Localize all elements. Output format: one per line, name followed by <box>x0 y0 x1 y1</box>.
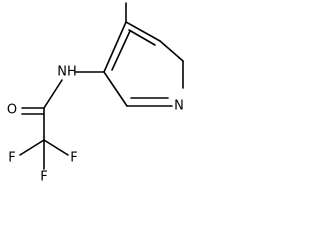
bond-c4-c5 <box>125 21 161 42</box>
atom-label-n-ring: N <box>174 99 184 114</box>
atom-label-f-left: F <box>8 151 15 166</box>
bond-c3-c4 <box>103 21 127 73</box>
bond-cf3-f-right <box>43 139 69 156</box>
bond-nh-carbonyl <box>43 79 63 109</box>
bond-c5-c6 <box>159 40 184 62</box>
atom-label-nh: NH <box>57 65 77 80</box>
bond-c3-c4-inner <box>111 30 131 71</box>
bond-cf3-f-left <box>19 139 45 156</box>
bond-c2-c3 <box>103 71 128 107</box>
bond-c4-c5-inner <box>128 29 156 46</box>
atom-label-f-bottom: F <box>40 170 47 185</box>
atom-label-o: O <box>7 103 17 118</box>
chemical-structure: NH N O F F F <box>7 2 184 185</box>
atom-label-f-right: F <box>70 151 77 166</box>
